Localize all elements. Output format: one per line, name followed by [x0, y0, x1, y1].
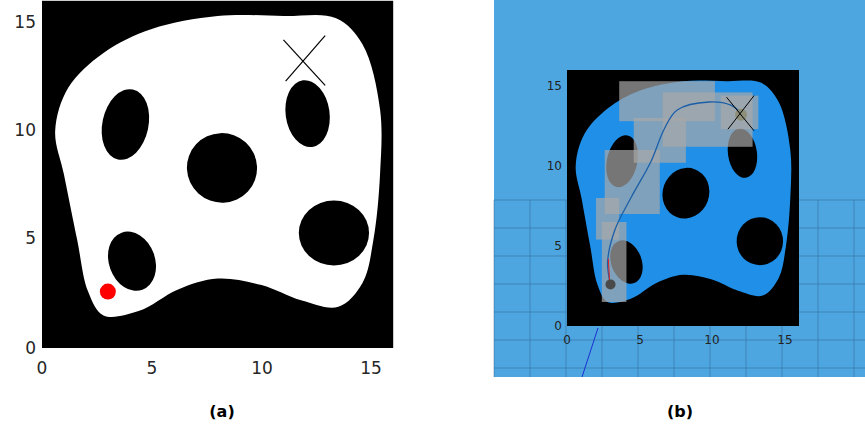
- free-space: [55, 15, 381, 317]
- trajectory: [608, 102, 741, 284]
- axis-tick-label: 15: [547, 80, 562, 92]
- axis-tick-label: 5: [554, 240, 562, 252]
- axis-tick-label: 10: [704, 334, 719, 346]
- axis-tick-label: 5: [25, 230, 36, 247]
- axis-tick-label: 5: [147, 360, 158, 377]
- panel-label: (a): [209, 404, 234, 420]
- axis-tick-label: 15: [777, 334, 792, 346]
- obstacle: [281, 77, 334, 150]
- axis-tick-label: 0: [554, 320, 562, 332]
- map-background: [42, 1, 393, 348]
- panel-label: (b): [667, 404, 693, 420]
- start-dot: [606, 279, 616, 289]
- map-background: [567, 70, 799, 326]
- obstacle: [737, 217, 783, 265]
- goal-cross: [727, 96, 755, 131]
- goal-cross: [283, 36, 325, 86]
- axis-tick-label: 10: [251, 360, 273, 377]
- obstacle: [655, 161, 716, 225]
- obstacle: [177, 123, 267, 212]
- axis-tick-label: 10: [547, 160, 562, 172]
- free-space: [576, 80, 792, 303]
- axis-tick-label: 15: [14, 14, 36, 31]
- viewer-background: [494, 0, 865, 377]
- axis-tick-label: 0: [25, 340, 36, 357]
- start-dot: [100, 284, 116, 300]
- axis-tick-label: 5: [636, 334, 644, 346]
- axis-tick-label: 15: [360, 360, 382, 377]
- axis-tick-label: 0: [563, 334, 571, 346]
- obstacle: [95, 85, 155, 165]
- axis-tick-label: 0: [37, 360, 48, 377]
- obstacle: [299, 200, 369, 265]
- axis-tick-label: 10: [14, 122, 36, 139]
